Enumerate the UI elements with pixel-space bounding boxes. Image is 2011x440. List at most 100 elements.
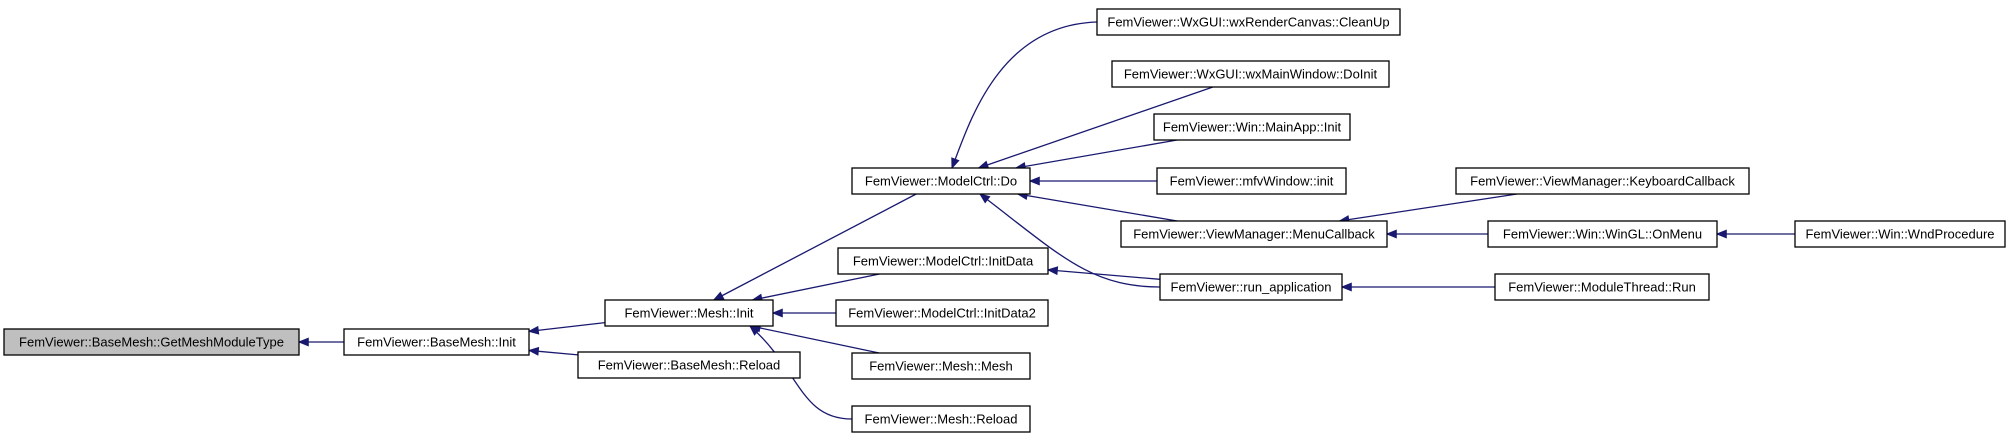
node-box: [851, 352, 1031, 380]
arrowhead: [1715, 229, 1727, 239]
node-label: FemViewer::run_application: [1171, 280, 1332, 295]
node-initdata[interactable]: FemViewer::ModelCtrl::InitData: [837, 247, 1049, 275]
node-basemesh-reload[interactable]: FemViewer::BaseMesh::Reload: [577, 351, 801, 379]
node-box: [1159, 273, 1343, 301]
node-box: [835, 299, 1049, 327]
edge-onmenu-to-menucallback: [1385, 229, 1488, 239]
node-wndprocedure[interactable]: FemViewer::Win::WndProcedure: [1794, 220, 2006, 248]
node-label: FemViewer::Win::WndProcedure: [1805, 227, 1994, 242]
node-label: FemViewer::BaseMesh::GetMeshModuleType: [19, 335, 284, 350]
node-box: [1494, 273, 1710, 301]
node-box: [1111, 60, 1390, 88]
node-mesh-reload[interactable]: FemViewer::Mesh::Reload: [851, 405, 1031, 433]
edge-run_application-to-initdata: [1046, 266, 1161, 280]
edge-line: [713, 193, 917, 301]
edge-basemesh_reload-to-basemesh_init: [527, 346, 579, 356]
node-getmesh[interactable]: FemViewer::BaseMesh::GetMeshModuleType: [3, 328, 300, 356]
edge-initdata-to-mesh_init: [751, 273, 880, 303]
node-basemesh-init[interactable]: FemViewer::BaseMesh::Init: [343, 328, 530, 356]
node-label: FemViewer::ModelCtrl::InitData: [853, 254, 1034, 269]
edge-keyboard-to-menucallback: [1338, 193, 1518, 224]
node-box: [837, 247, 1049, 275]
node-label: FemViewer::ModelCtrl::Do: [865, 174, 1017, 189]
node-label: FemViewer::Mesh::Reload: [865, 412, 1018, 427]
node-label: FemViewer::WxGUI::wxRenderCanvas::CleanU…: [1107, 15, 1389, 30]
node-box: [1794, 220, 2006, 248]
node-label: FemViewer::ModuleThread::Run: [1508, 280, 1696, 295]
edge-line: [752, 273, 880, 301]
node-label: FemViewer::Mesh::Init: [624, 306, 753, 321]
edge-mesh_mesh-to-mesh_init: [749, 323, 880, 354]
arrowhead: [951, 157, 960, 170]
edge-line: [1017, 193, 1178, 222]
node-cleanup[interactable]: FemViewer::WxGUI::wxRenderCanvas::CleanU…: [1096, 8, 1401, 36]
arrowhead: [978, 193, 991, 204]
edge-line: [951, 21, 1098, 169]
node-box: [343, 328, 530, 356]
edge-run_application-to-modelctrl_do: [978, 193, 1161, 288]
node-label: FemViewer::BaseMesh::Reload: [598, 358, 781, 373]
arrowhead: [712, 291, 725, 301]
node-box: [851, 167, 1031, 195]
node-label: FemViewer::BaseMesh::Init: [357, 335, 516, 350]
node-label: FemViewer::ViewManager::KeyboardCallback: [1470, 174, 1735, 189]
node-modelctrl-do[interactable]: FemViewer::ModelCtrl::Do: [851, 167, 1031, 195]
edge-line: [1047, 269, 1161, 280]
edge-mesh_reload-to-mesh_init: [748, 325, 853, 420]
edge-line: [528, 322, 606, 333]
arrowhead: [771, 308, 783, 318]
arrowhead: [1046, 266, 1059, 276]
node-label: FemViewer::Win::WinGL::OnMenu: [1503, 227, 1702, 242]
node-onmenu[interactable]: FemViewer::Win::WinGL::OnMenu: [1487, 220, 1718, 248]
node-label: FemViewer::Mesh::Mesh: [869, 359, 1013, 374]
arrowhead: [1028, 176, 1040, 186]
node-modulethread-run[interactable]: FemViewer::ModuleThread::Run: [1494, 273, 1710, 301]
node-mesh-init[interactable]: FemViewer::Mesh::Init: [604, 299, 774, 327]
edge-modelctrl_do-to-mesh_init: [712, 193, 917, 301]
node-box: [577, 351, 801, 379]
node-box: [851, 405, 1031, 433]
arrowhead: [1385, 229, 1397, 239]
node-label: FemViewer::WxGUI::wxMainWindow::DoInit: [1124, 67, 1378, 82]
edge-line: [979, 193, 1161, 288]
edge-line: [750, 325, 880, 354]
edge-basemesh_init-to-getmesh: [297, 337, 344, 347]
node-mfv-init[interactable]: FemViewer::mfvWindow::init: [1156, 167, 1347, 195]
node-box: [1096, 8, 1401, 36]
node-initdata2[interactable]: FemViewer::ModelCtrl::InitData2: [835, 299, 1049, 327]
node-box: [1487, 220, 1718, 248]
node-mainapp-init[interactable]: FemViewer::Win::MainApp::Init: [1153, 113, 1351, 141]
node-label: FemViewer::mfvWindow::init: [1170, 174, 1334, 189]
arrowhead: [1340, 282, 1352, 292]
arrowhead: [527, 346, 540, 356]
edge-mesh_init-to-basemesh_init: [527, 322, 606, 335]
edges-layer: [297, 21, 1795, 420]
node-box: [1455, 167, 1750, 195]
node-run-application[interactable]: FemViewer::run_application: [1159, 273, 1343, 301]
arrowhead: [748, 325, 761, 336]
edge-line: [978, 86, 1214, 169]
edge-doinit-to-modelctrl_do: [977, 86, 1214, 170]
node-label: FemViewer::ModelCtrl::InitData2: [848, 306, 1036, 321]
node-mesh-mesh[interactable]: FemViewer::Mesh::Mesh: [851, 352, 1031, 380]
node-box: [1156, 167, 1347, 195]
edge-modulethread_run-to-run_application: [1340, 282, 1495, 292]
edge-line: [749, 325, 853, 420]
node-doinit[interactable]: FemViewer::WxGUI::wxMainWindow::DoInit: [1111, 60, 1390, 88]
edge-line: [1015, 139, 1178, 169]
edge-cleanup-to-modelctrl_do: [951, 21, 1098, 170]
node-keyboard[interactable]: FemViewer::ViewManager::KeyboardCallback: [1455, 167, 1750, 195]
arrowhead: [527, 325, 540, 335]
edge-mfv_init-to-modelctrl_do: [1028, 176, 1157, 186]
node-box: [3, 328, 300, 356]
arrowhead: [297, 337, 309, 347]
edge-initdata2-to-mesh_init: [771, 308, 836, 318]
node-label: FemViewer::Win::MainApp::Init: [1163, 120, 1342, 135]
node-box: [1153, 113, 1351, 141]
edge-menucallback-to-modelctrl_do: [1016, 191, 1178, 222]
node-label: FemViewer::ViewManager::MenuCallback: [1133, 227, 1375, 242]
edge-wndprocedure-to-onmenu: [1715, 229, 1795, 239]
node-menucallback[interactable]: FemViewer::ViewManager::MenuCallback: [1120, 220, 1388, 248]
